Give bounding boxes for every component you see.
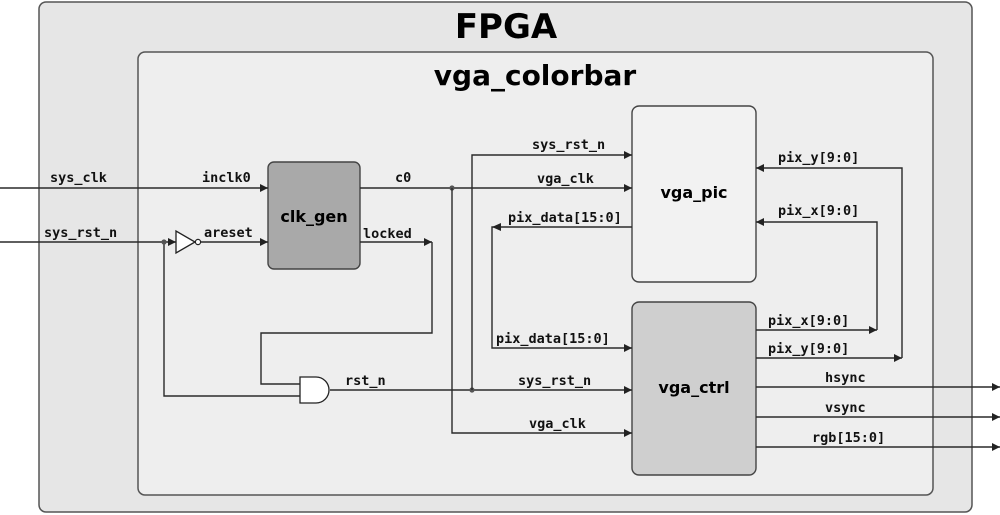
label-vsync: vsync [825,400,866,416]
and-gate [299,376,330,404]
label-inclk0: inclk0 [202,170,251,186]
wire-c0-to-ctrl [451,188,632,437]
label-areset: areset [204,225,253,241]
fpga-title: FPGA [455,7,558,47]
vga-pic-block [631,105,757,283]
label-ctrl-pix-data: pix_data[15:0] [496,331,610,347]
label-ctrl-sys-rst-n: sys_rst_n [518,373,591,389]
pix-data-arrow-left [492,223,501,231]
wire-pix-x-loop [756,218,878,330]
wire-rst-n-to-pic [471,151,632,390]
label-pic-sys-rst-n: sys_rst_n [532,137,605,153]
label-ctrl-pix-y: pix_y[9:0] [768,341,849,357]
junction-sys-rst [161,239,167,245]
vga-ctrl-label: vga_ctrl [658,378,729,397]
vga-colorbar-title: vga_colorbar [434,59,637,92]
label-pic-vga-clk: vga_clk [537,171,594,187]
label-locked: locked [363,226,412,242]
vga-ctrl-block [631,301,757,476]
clk-gen-label: clk_gen [280,207,347,226]
label-pic-pix-data: pix_data[15:0] [508,210,622,226]
label-pic-pix-y: pix_y[9:0] [778,150,859,166]
clk-gen-block [267,161,361,270]
label-sys-clk: sys_clk [50,170,107,186]
wire-locked-to-and [260,242,433,385]
label-rgb: rgb[15:0] [812,430,885,446]
label-pic-pix-x: pix_x[9:0] [778,203,859,219]
label-ctrl-vga-clk: vga_clk [529,416,586,432]
label-ctrl-pix-x: pix_x[9:0] [768,313,849,329]
wire-pix-data-out [491,226,632,352]
label-hsync: hsync [825,370,866,386]
vga-pic-label: vga_pic [660,183,727,202]
wire-rst-to-and [163,242,300,397]
label-sys-rst-n: sys_rst_n [44,225,117,241]
wire-pix-y-loop [756,164,903,358]
label-c0: c0 [395,170,411,186]
label-rst-n: rst_n [345,373,386,389]
inverter-bubble [194,238,202,246]
